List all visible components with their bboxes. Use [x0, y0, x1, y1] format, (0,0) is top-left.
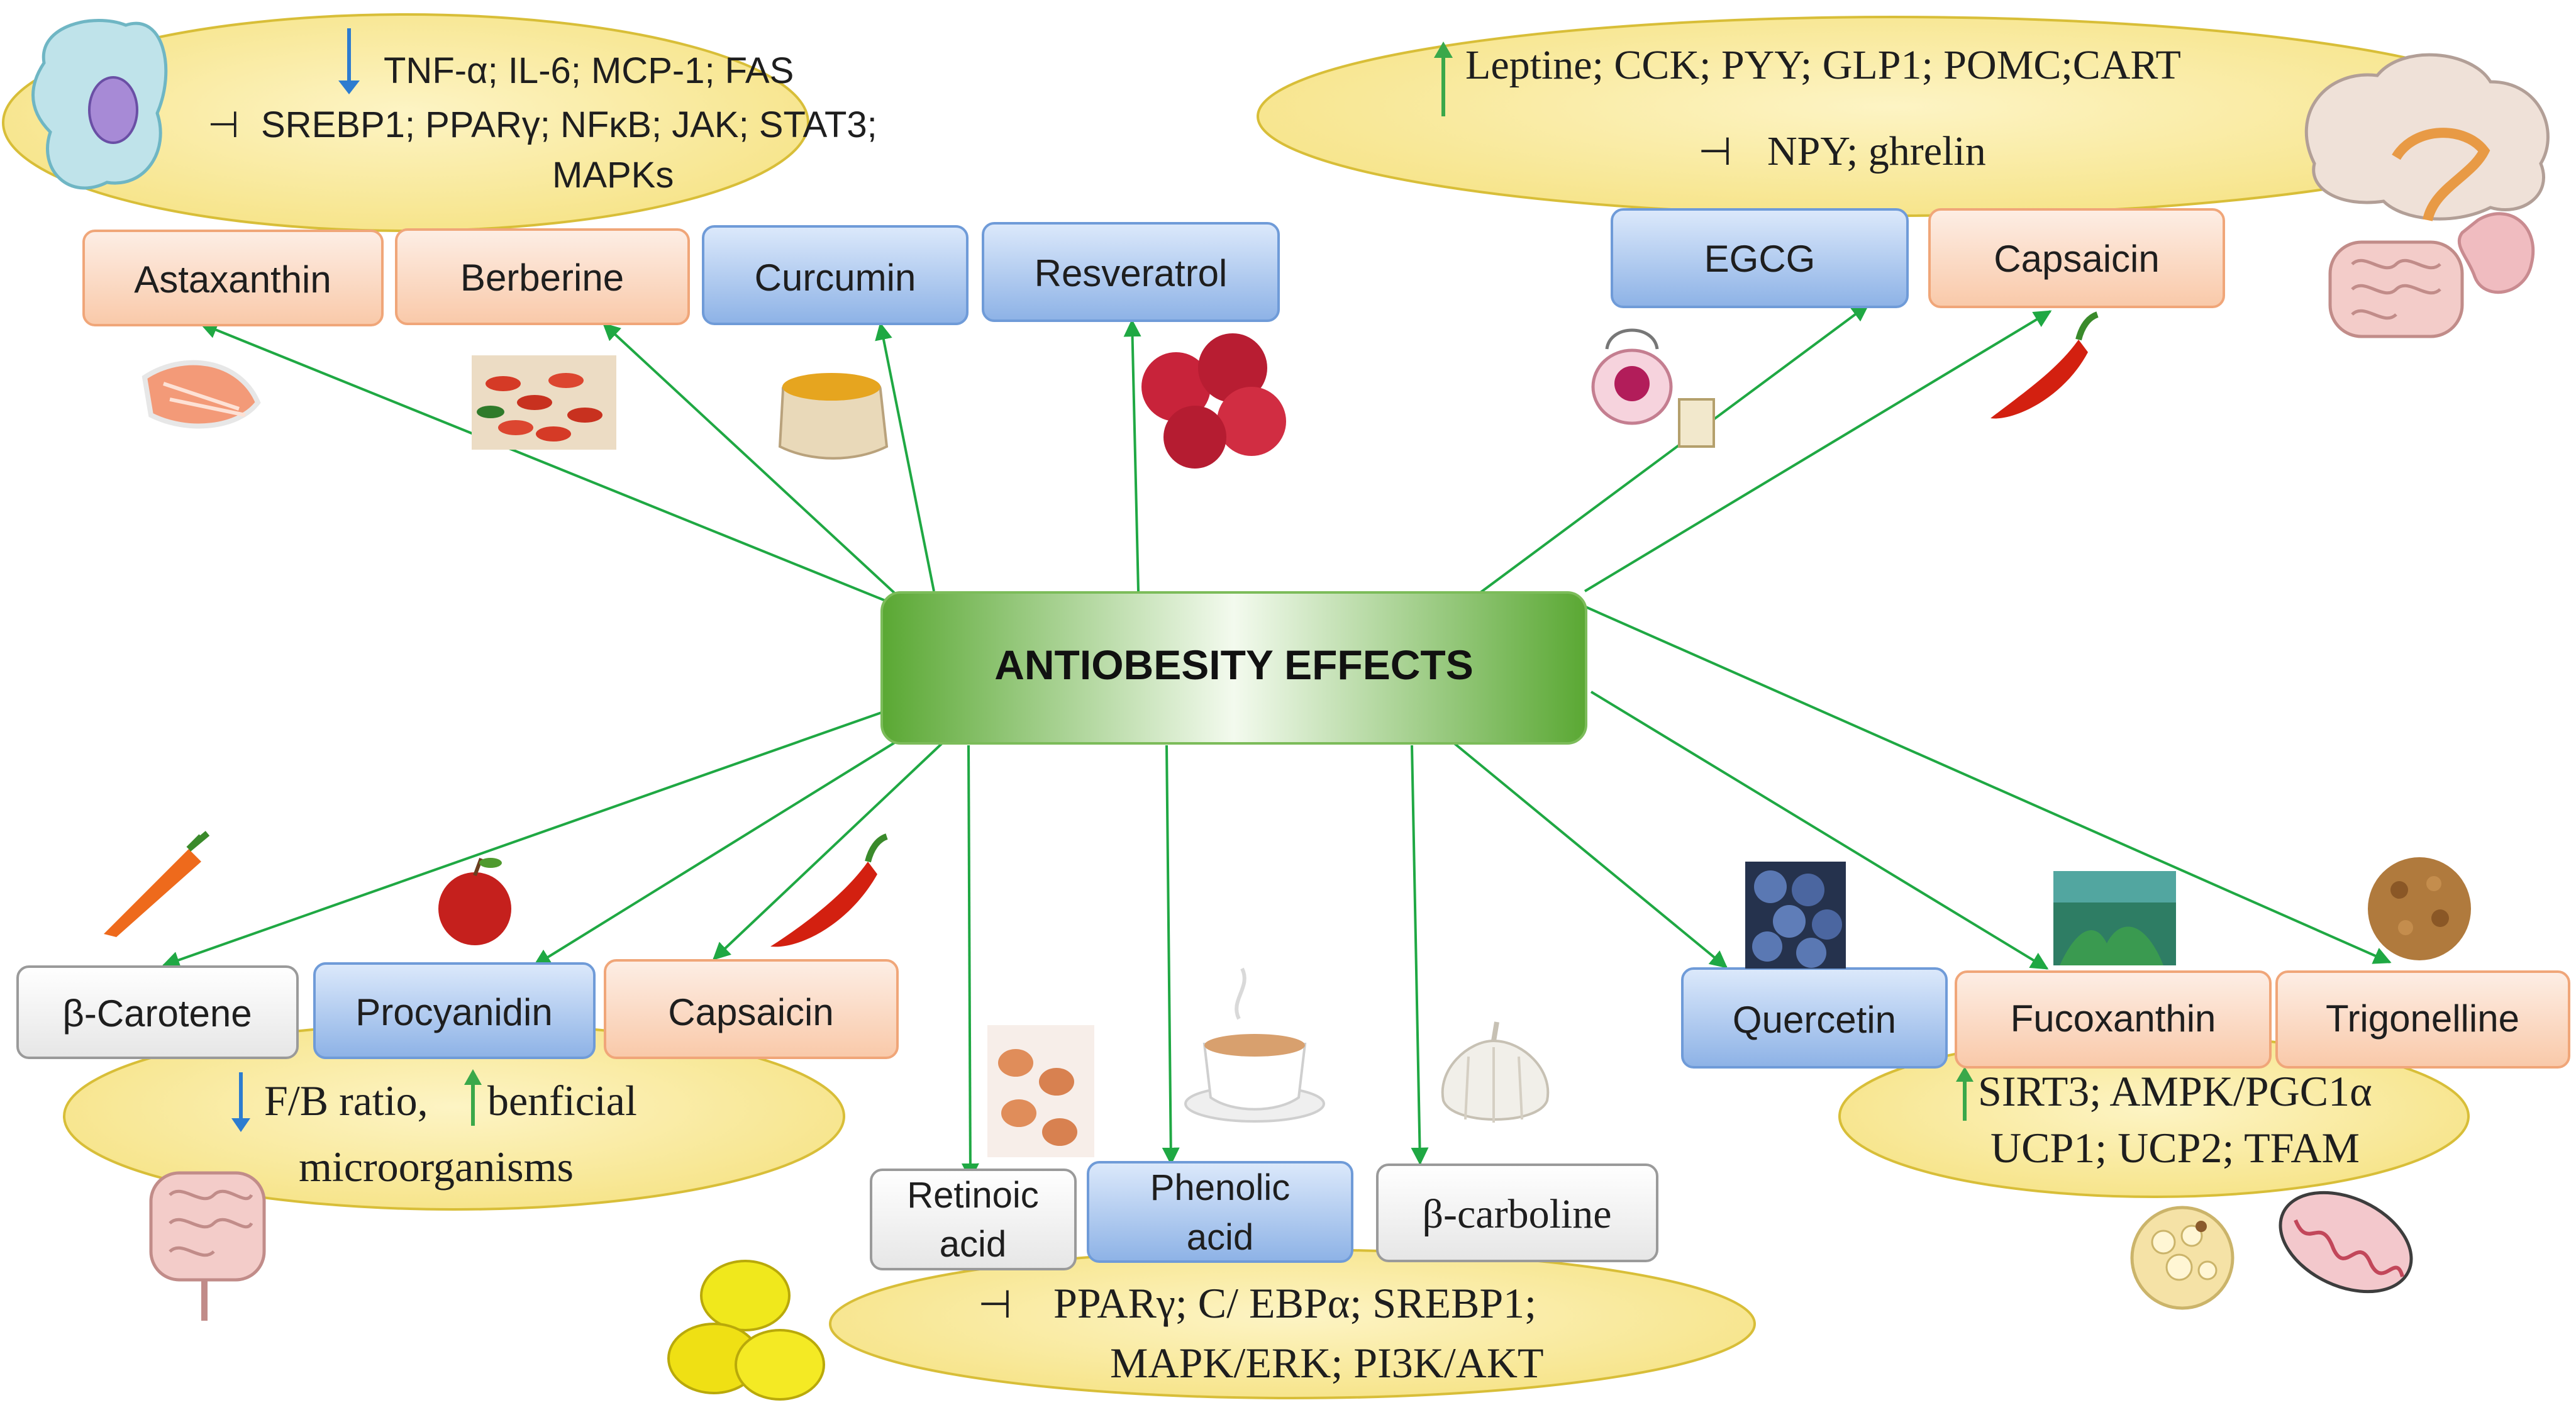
blueberries-icon — [1745, 862, 1846, 969]
arrow-fucoxanthin — [1590, 691, 2049, 970]
garlic-icon — [1441, 1021, 1550, 1123]
compound-label: EGCG — [1704, 238, 1816, 280]
effect-text: UCP1; UCP2; TFAM — [1990, 1124, 2360, 1172]
center-title: ANTIOBESITY EFFECTS — [994, 641, 1474, 688]
arrow-egcg — [1477, 304, 1870, 596]
adipocyte-cell-icon — [31, 19, 168, 190]
arrow-resveratrol — [1123, 319, 1141, 592]
turmeric-sack-icon — [778, 373, 889, 460]
salmon-icon — [142, 360, 261, 429]
compound-label: Capsaicin — [1994, 238, 2159, 280]
chili-pepper-icon — [770, 833, 888, 947]
center-node: ANTIOBESITY EFFECTS — [880, 591, 1587, 745]
compound-capsaicin-bottom: Capsaicin — [604, 959, 899, 1059]
coffee-cup-icon — [1184, 967, 1325, 1123]
effect-text: TNF-α; IL-6; MCP-1; FAS — [384, 50, 794, 91]
effect-bottom-center: ⊣ PPARγ; C/ EBPα; SREBP1; MAPK/ERK; PI3K… — [829, 1248, 1756, 1399]
effect-text: NPY; ghrelin — [1767, 128, 1986, 174]
compound-label: Procyanidin — [355, 991, 553, 1033]
effect-text: SIRT3; AMPK/PGC1α — [1978, 1067, 2372, 1115]
effect-text: F/B ratio, — [264, 1077, 428, 1125]
compound-fucoxanthin: Fucoxanthin — [1955, 970, 2272, 1069]
compound-phenolic-acid: Phenolic acid — [1087, 1161, 1353, 1263]
connector-arrows — [162, 304, 2392, 1181]
teapot-icon — [1591, 328, 1715, 448]
compound-trigonelline: Trigonelline — [2275, 970, 2570, 1069]
compound-label: Resveratrol — [1035, 252, 1228, 294]
inhibition-icon: ⊣ — [978, 1283, 1012, 1326]
compound-label: Fucoxanthin — [2011, 997, 2216, 1040]
seaweed-icon — [2053, 871, 2176, 965]
arrow-curcumin — [875, 322, 935, 592]
effect-text: PPARγ; C/ EBPα; SREBP1; — [1053, 1279, 1536, 1327]
arrow-retinoic — [961, 745, 979, 1181]
effect-top-left: TNF-α; IL-6; MCP-1; FAS ⊣ SREBP1; PPARγ;… — [2, 13, 877, 232]
apple-icon — [438, 857, 511, 945]
arrow-capsaicin-top — [1584, 310, 2052, 592]
effect-text: Leptine; CCK; PYY; GLP1; POMC;CART — [1465, 42, 2181, 88]
compound-quercetin: Quercetin — [1681, 967, 1948, 1069]
eggs-icon — [987, 1025, 1094, 1157]
arrow-astaxanthin — [199, 321, 894, 605]
effect-bottom-left: F/B ratio, benficial microorganisms — [63, 1022, 845, 1211]
chili-pepper-icon — [1990, 311, 2099, 419]
effect-bottom-right: SIRT3; AMPK/PGC1α UCP1; UCP2; TFAM — [1838, 1035, 2470, 1198]
arrow-phenolic — [1162, 745, 1180, 1165]
compound-label: acid — [940, 1224, 1006, 1265]
arrow-beta-carboline — [1411, 745, 1429, 1165]
compound-retinoic-acid: Retinoic acid — [870, 1169, 1077, 1270]
compound-procyanidin: Procyanidin — [313, 962, 596, 1059]
arrow-procyanidin — [533, 735, 907, 967]
stomach-icon — [2457, 212, 2535, 294]
brain-icon — [2304, 53, 2550, 222]
inhibition-icon: ⊣ — [208, 104, 240, 145]
compound-label: β-Carotene — [62, 992, 252, 1035]
inhibition-icon: ⊣ — [1698, 130, 1732, 174]
effect-text: microorganisms — [299, 1143, 574, 1191]
mitochondrion-icon — [2279, 1191, 2413, 1294]
intestine-icon — [149, 1171, 266, 1321]
arrow-trigonelline — [1578, 603, 2392, 964]
compound-label: Capsaicin — [668, 991, 833, 1033]
arrow-berberine — [602, 323, 901, 599]
red-berries-icon — [1141, 333, 1286, 469]
compound-beta-carboline: β-carboline — [1376, 1163, 1658, 1262]
compound-resveratrol: Resveratrol — [982, 222, 1280, 322]
compound-egcg: EGCG — [1611, 208, 1909, 308]
compound-label: Curcumin — [755, 257, 916, 299]
compound-label: Trigonelline — [2326, 997, 2519, 1040]
compound-label: acid — [1187, 1217, 1253, 1258]
fat-tissue-icon — [2130, 1206, 2235, 1310]
intestine-icon — [2328, 240, 2464, 338]
arrow-beta-carotene — [162, 709, 887, 969]
compound-label: β-carboline — [1422, 1191, 1611, 1237]
compound-capsaicin-top: Capsaicin — [1928, 208, 2225, 308]
compound-berberine: Berberine — [395, 228, 690, 325]
compound-label: Phenolic — [1150, 1167, 1290, 1208]
compound-label: Astaxanthin — [134, 258, 331, 301]
arrow-quercetin — [1452, 741, 1728, 969]
compound-astaxanthin: Astaxanthin — [82, 230, 384, 326]
effect-text: MAPKs — [552, 155, 674, 196]
oil-capsules-icon — [667, 1260, 825, 1401]
carrot-icon — [104, 831, 210, 937]
arrow-capsaicin-bottom — [712, 741, 945, 960]
goji-berries-icon — [472, 355, 616, 450]
compound-beta-carotene: β-Carotene — [16, 965, 299, 1059]
compound-label: Quercetin — [1733, 999, 1896, 1041]
effect-text: benficial — [487, 1077, 637, 1125]
effect-text: MAPK/ERK; PI3K/AKT — [1110, 1339, 1544, 1387]
compound-label: Retinoic — [907, 1175, 1039, 1216]
fenugreek-seeds-icon — [2368, 857, 2471, 960]
compound-label: Berberine — [460, 257, 624, 299]
compound-curcumin: Curcumin — [702, 225, 969, 325]
effect-text: SREBP1; PPARγ; NFκB; JAK; STAT3; — [261, 104, 877, 145]
effect-top-right: Leptine; CCK; PYY; GLP1; POMC;CART ⊣ NPY… — [1257, 16, 2529, 217]
